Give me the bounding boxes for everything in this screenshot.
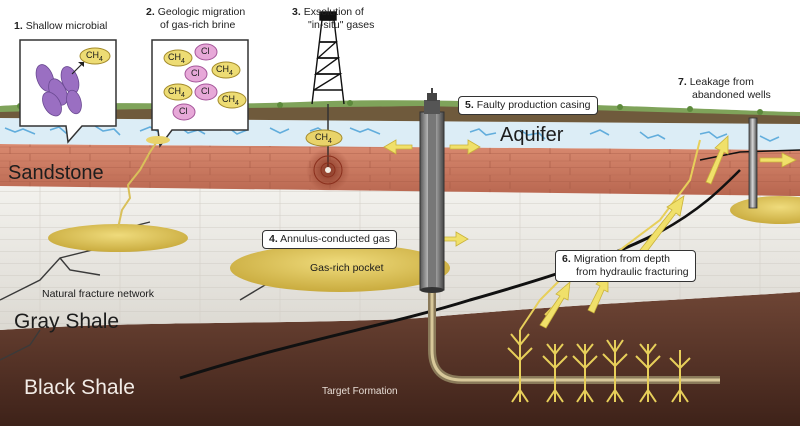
migration-arrows <box>383 135 797 329</box>
cl-label: Cl <box>179 106 188 116</box>
target-formation-label: Target Formation <box>322 386 398 397</box>
brine-callout-bubble <box>151 39 249 148</box>
drilling-derrick <box>311 11 345 105</box>
black-shale-label: Black Shale <box>24 376 135 399</box>
gas-pocket-label: Gas-rich pocket <box>310 262 384 274</box>
microbe-icon <box>35 64 82 117</box>
abandoned-well <box>748 117 758 209</box>
callout-4: 4. Annulus-conducted gas <box>262 230 397 249</box>
ch4-label: CH4 <box>222 94 239 107</box>
callout-3: 3. Exsolution of"in-situ" gases <box>292 6 375 31</box>
ch4-label: CH4 <box>168 86 185 99</box>
gray-shale-label: Gray Shale <box>14 310 120 333</box>
aquifer-label: Aquifer <box>500 124 564 146</box>
cl-label: Cl <box>201 46 210 56</box>
ch4-label: CH4 <box>216 64 233 77</box>
cl-label: Cl <box>201 86 210 96</box>
gas-pocket-left <box>48 224 188 252</box>
sandstone-label: Sandstone <box>8 162 104 184</box>
microbial-callout-bubble <box>19 39 117 144</box>
cl-label: Cl <box>191 68 200 78</box>
gas-rich-pocket <box>230 244 450 292</box>
callout-5: 5. Faulty production casing <box>458 96 598 115</box>
ch4-label: CH4 <box>168 52 185 65</box>
ch4-label: CH4 <box>315 132 332 145</box>
production-well <box>419 88 445 292</box>
natural-fracture-label: Natural fracture network <box>42 288 155 300</box>
black-shale-layer <box>0 292 800 426</box>
gas-pocket-right <box>730 196 800 224</box>
ch4-label: CH4 <box>86 50 103 63</box>
callout-1: 1. Shallow microbial <box>14 20 108 32</box>
